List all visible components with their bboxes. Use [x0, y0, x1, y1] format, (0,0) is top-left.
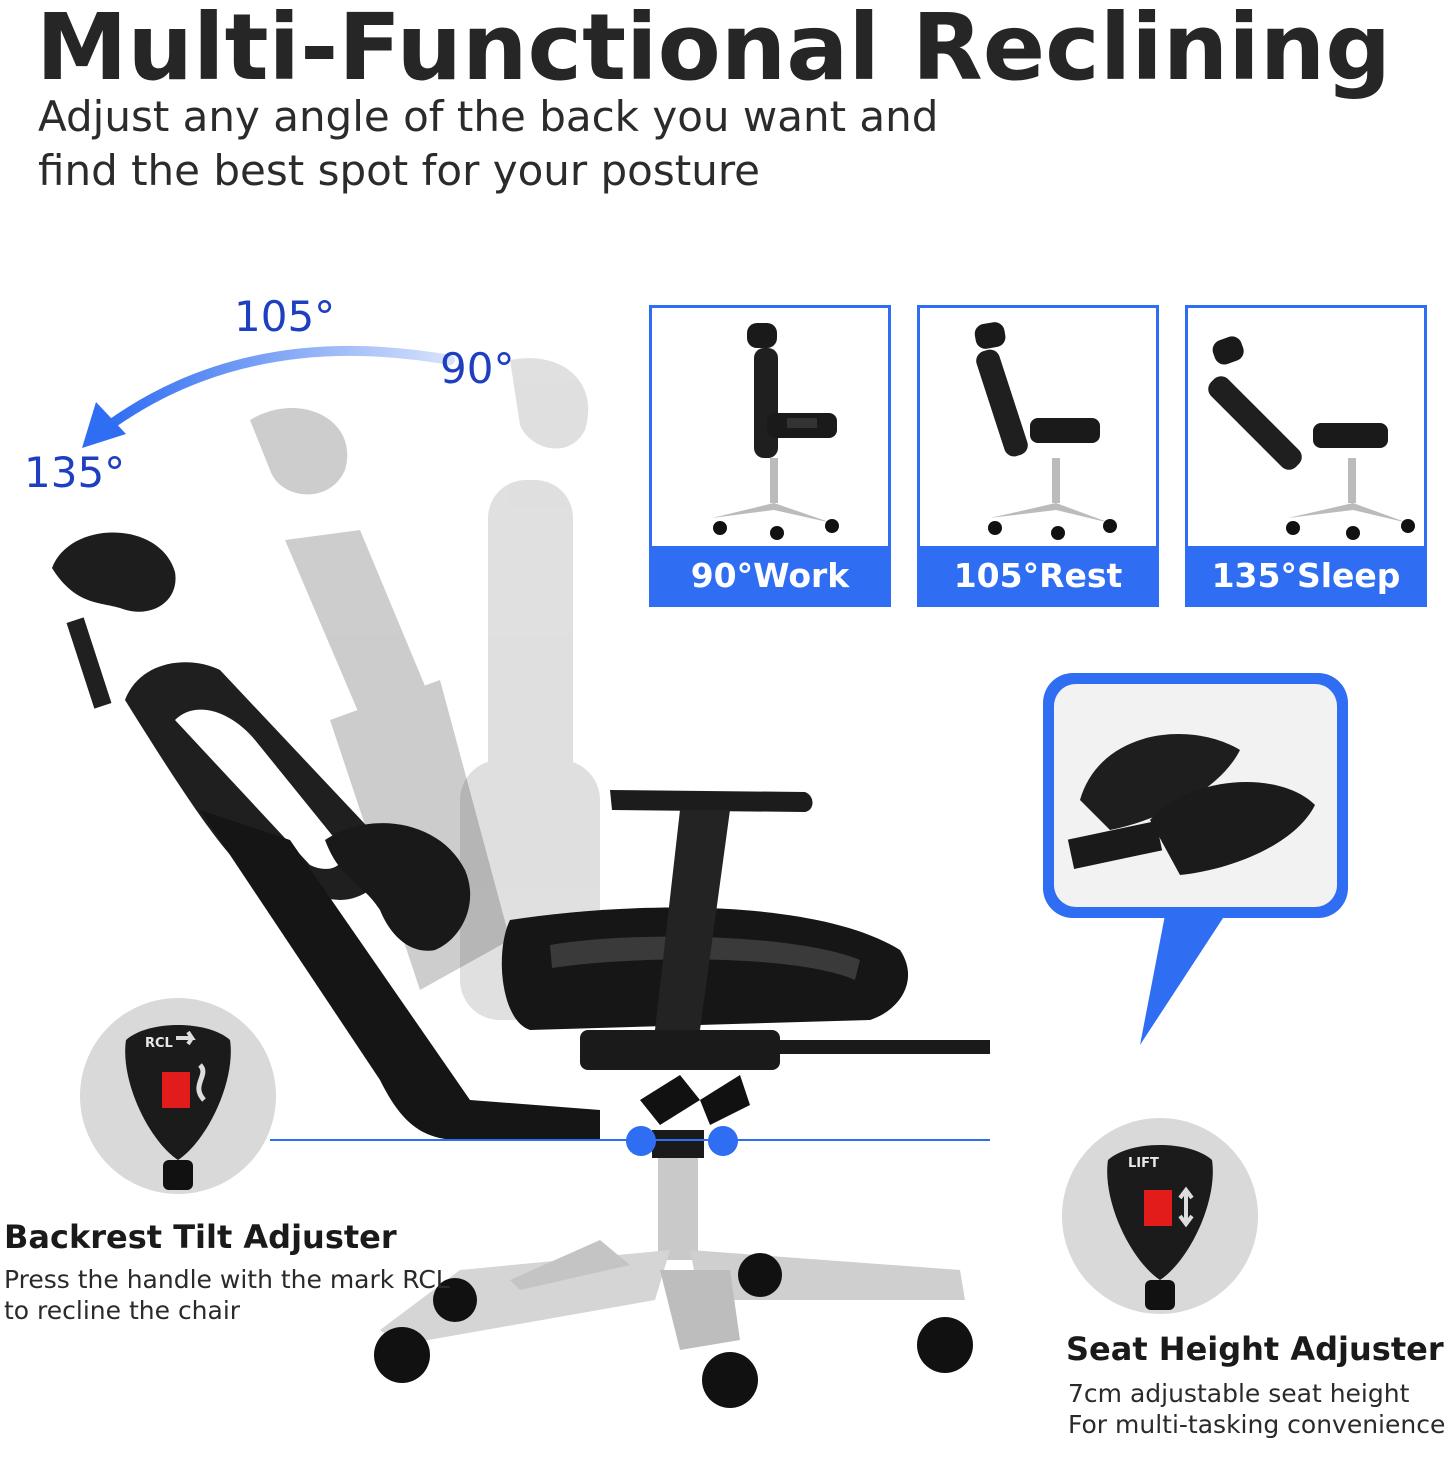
subtitle-line-2: find the best spot for your posture: [38, 146, 761, 195]
seat-height-knob: [1107, 1145, 1213, 1310]
lift-knob-text: LIFT: [1128, 1156, 1159, 1171]
page-title: Multi-Functional Reclining: [36, 0, 1392, 101]
position-label-work: 90°Work: [652, 546, 888, 604]
position-panel-work: 90°Work: [649, 305, 891, 607]
recline-arc-arrow: [82, 345, 455, 448]
backrest-adjuster-line1: Press the handle with the mark RCL: [4, 1265, 450, 1294]
chair-rest-icon: [974, 322, 1117, 540]
seat-adjuster-line1: 7cm adjustable seat height: [1068, 1379, 1410, 1408]
chair-recline-icon: [1208, 336, 1415, 540]
subtitle-line-1: Adjust any angle of the back you want an…: [38, 92, 939, 141]
position-panel-rest: 105°Rest: [917, 305, 1159, 607]
position-label-sleep: 135°Sleep: [1188, 546, 1424, 604]
chair-upright-icon: [712, 323, 839, 540]
footrest-callout: [1043, 673, 1348, 1045]
backrest-adjuster-title: Backrest Tilt Adjuster: [4, 1218, 397, 1256]
backrest-adjuster-line2: to recline the chair: [4, 1296, 241, 1325]
angle-label-105: 105°: [234, 292, 336, 341]
seat-adjuster-dot: [708, 1126, 738, 1156]
seat-adjuster-line2: For multi-tasking convenience: [1068, 1410, 1446, 1439]
backrest-tilt-knob: [125, 1025, 231, 1190]
position-panel-sleep: 135°Sleep: [1185, 305, 1427, 607]
seat-adjuster-title: Seat Height Adjuster: [1066, 1330, 1444, 1368]
angle-label-135: 135°: [24, 448, 126, 497]
backrest-adjuster-dot: [626, 1126, 656, 1156]
rcl-knob-text: RCL: [145, 1036, 173, 1051]
chair-illustration: [52, 358, 990, 1408]
angle-label-90: 90°: [440, 344, 515, 393]
position-label-rest: 105°Rest: [920, 546, 1156, 604]
